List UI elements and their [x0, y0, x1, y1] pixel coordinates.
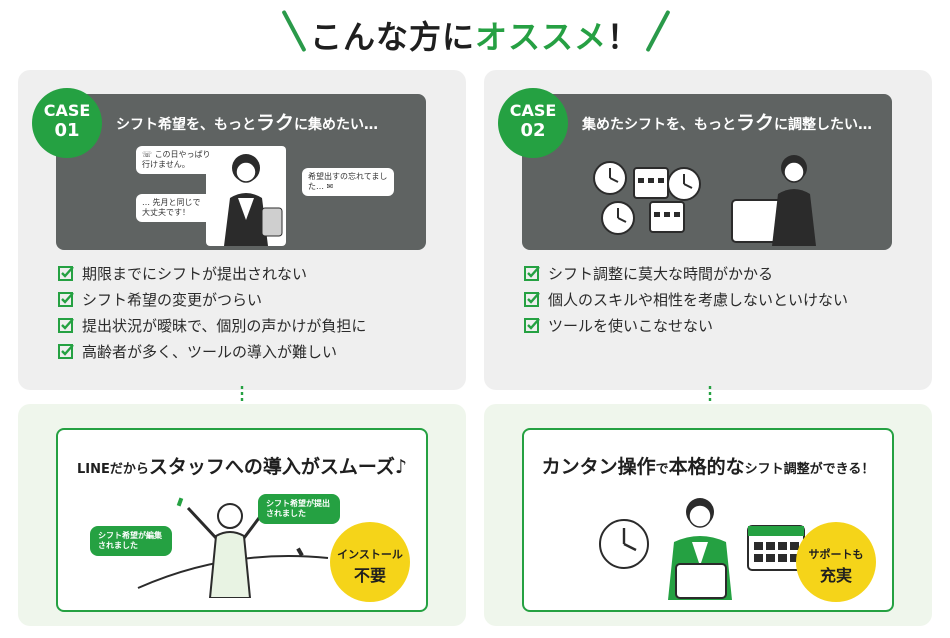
phone-icon: ☏: [142, 150, 153, 159]
check-item: ツールを使いこなせない: [524, 312, 848, 338]
case-02-checklist: シフト調整に莫大な時間がかかる 個人のスキルや相性を考慮しないといけない ツール…: [524, 260, 848, 338]
heading-post: に調整したい…: [774, 117, 873, 133]
bubble-text: 希望出すの忘れてました…: [308, 172, 388, 191]
badge-number: 02: [520, 120, 546, 141]
bubble-text: この日やっぱり行けません。: [142, 150, 211, 169]
case-01-badge: CASE 01: [32, 88, 102, 158]
heading-emphasis: ラク: [736, 112, 775, 134]
solution-title-small: LINEだから: [76, 462, 149, 477]
case-02-badge: CASE 02: [498, 88, 568, 158]
notification-text: シフト希望が提出されました: [266, 499, 330, 518]
happy-manager-illustration: [599, 498, 805, 600]
bubble-text: 先月と同じで大丈夫です！: [142, 198, 201, 217]
check-item: 個人のスキルや相性を考慮しないといけない: [524, 286, 848, 312]
feature-circle-line2: 充実: [819, 566, 852, 585]
mail-icon: ✉: [326, 182, 334, 191]
case-02-solution-box: カンタン操作で本格的なシフト調整ができる！ サポートも 充実: [522, 428, 894, 612]
check-box-icon: [58, 318, 74, 333]
case-01-illustration: ☏ この日やっぱり行けません。 希望出すの忘れてました… ✉ … 先月と同じで大…: [106, 138, 406, 248]
page-header: こんな方にオススメ！: [0, 0, 950, 62]
feature-circle: インストール 不要: [330, 522, 410, 602]
case-02-solution-title: カンタン操作で本格的なシフト調整ができる！: [524, 452, 892, 479]
check-box-icon: [524, 318, 540, 333]
check-item-label: 提出状況が曖昧で、個別の声かけが負担に: [82, 316, 367, 335]
case-02-illustration-panel: CASE 02 集めたシフトを、もっとラクに調整したい…: [498, 88, 892, 250]
notification-bubble: シフト希望が提出されました: [258, 494, 340, 524]
solution-title-emphasis: カンタン操作: [541, 456, 656, 478]
check-item: 提出状況が曖昧で、個別の声かけが負担に: [58, 312, 366, 338]
check-item: シフト希望の変更がつらい: [58, 286, 366, 312]
case-01-checklist: 期限までにシフトが提出されない シフト希望の変更がつらい 提出状況が曖昧で、個別…: [58, 260, 366, 364]
case-02-illustration: [572, 138, 872, 248]
speech-bubble: ☏ この日やっぱり行けません。: [136, 146, 218, 174]
check-box-icon: [58, 344, 74, 359]
title-prefix: こんな方に: [309, 18, 475, 56]
case-02-heading: 集めたシフトを、もっとラクに調整したい…: [582, 108, 872, 135]
speech-bubble: 希望出すの忘れてました… ✉: [302, 168, 394, 196]
heading-pre: シフト希望を、もっと: [116, 117, 256, 133]
laptop-icon: [675, 563, 727, 599]
case-02-problem-card: CASE 02 集めたシフトを、もっとラクに調整したい…: [484, 70, 932, 390]
case-01-illustration-panel: CASE 01 シフト希望を、もっとラクに集めたい… ☏ この日やっぱり行けませ…: [32, 88, 426, 250]
heading-pre: 集めたシフトを、もっと: [582, 117, 736, 133]
badge-label: CASE: [43, 101, 91, 120]
solution-title-emphasis: 本格的な: [668, 456, 745, 478]
notification-bubble: シフト希望が編集されました: [90, 526, 172, 556]
overwhelmed-manager-illustration: [593, 155, 816, 246]
check-item: 期限までにシフトが提出されない: [58, 260, 366, 286]
feature-circle: サポートも 充実: [796, 522, 876, 602]
check-item: シフト調整に莫大な時間がかかる: [524, 260, 848, 286]
solution-title-emphasis: スタッフへの導入がスムーズ♪: [148, 456, 408, 478]
heading-post: に集めたい…: [294, 117, 379, 133]
case-01-solution-title: LINEだからスタッフへの導入がスムーズ♪: [58, 452, 426, 479]
badge-number: 01: [54, 120, 80, 141]
calendar-icon: [633, 167, 685, 233]
case-02-solution-card: カンタン操作で本格的なシフト調整ができる！ サポートも 充実: [484, 404, 932, 626]
heading-emphasis: ラク: [256, 112, 295, 134]
solution-title-small: で: [655, 462, 669, 477]
feature-circle-line1: インストール: [337, 548, 403, 561]
worried-person-illustration: [206, 146, 286, 246]
chat-icon: …: [142, 198, 150, 207]
check-box-icon: [524, 292, 540, 307]
check-item-label: シフト調整に莫大な時間がかかる: [548, 264, 774, 283]
case-01-heading: シフト希望を、もっとラクに集めたい…: [116, 108, 378, 135]
case-01-solution-card: LINEだからスタッフへの導入がスムーズ♪ シフト希望が提出されました シフト希…: [18, 404, 466, 626]
notification-text: シフト希望が編集されました: [98, 531, 162, 550]
check-item-label: 個人のスキルや相性を考慮しないといけない: [548, 290, 849, 309]
title-suffix: ！: [607, 18, 641, 56]
check-item: 高齢者が多く、ツールの導入が難しい: [58, 338, 366, 364]
badge-label: CASE: [509, 101, 557, 120]
solution-title-small: シフト調整ができる！: [744, 462, 875, 477]
check-item-label: ツールを使いこなせない: [548, 316, 714, 335]
feature-circle-line1: サポートも: [808, 548, 864, 561]
page-title: こんな方にオススメ！: [0, 12, 950, 58]
check-box-icon: [58, 266, 74, 281]
speech-bubble: … 先月と同じで大丈夫です！: [136, 194, 214, 222]
clock-icon: [599, 519, 649, 569]
check-box-icon: [58, 292, 74, 307]
check-item-label: 期限までにシフトが提出されない: [82, 264, 308, 283]
check-box-icon: [524, 266, 540, 281]
title-accent: オススメ: [474, 18, 607, 56]
case-01-problem-card: CASE 01 シフト希望を、もっとラクに集めたい… ☏ この日やっぱり行けませ…: [18, 70, 466, 390]
check-item-label: シフト希望の変更がつらい: [82, 290, 263, 309]
clock-icon: [593, 161, 701, 235]
case-01-solution-box: LINEだからスタッフへの導入がスムーズ♪ シフト希望が提出されました シフト希…: [56, 428, 428, 612]
check-item-label: 高齢者が多く、ツールの導入が難しい: [82, 342, 338, 361]
feature-circle-line2: 不要: [353, 566, 386, 585]
